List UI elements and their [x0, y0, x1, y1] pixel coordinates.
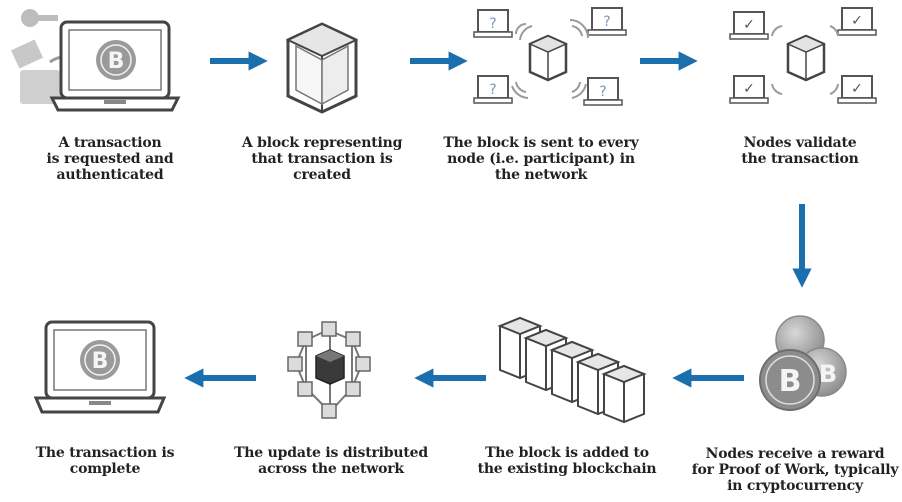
blockchain-icon: [497, 316, 647, 424]
check-mark: ✓: [851, 81, 863, 97]
step-4-label: Nodes validate the transaction: [741, 135, 859, 167]
step-6-label: The block is added to the existing block…: [477, 445, 657, 477]
network-validate-icon: ✓ ✓ ✓ ✓: [729, 7, 877, 104]
check-mark: ✓: [851, 13, 863, 29]
step-1-label: A transaction is requested and authentic…: [46, 135, 174, 183]
laptop-bitcoin-icon: B: [10, 9, 181, 112]
question-mark: ?: [599, 84, 606, 100]
question-mark: ?: [603, 14, 610, 30]
bitcoin-symbol: B: [92, 349, 109, 374]
step-8-label: The transaction is complete: [35, 445, 175, 477]
question-mark: ?: [489, 16, 496, 32]
check-mark: ✓: [743, 81, 755, 97]
question-mark: ?: [489, 82, 496, 98]
laptop-complete-icon: B: [33, 320, 167, 414]
bitcoin-symbol: B: [779, 364, 802, 399]
cube-icon: [285, 22, 359, 114]
step-2-label: A block representing that transaction is…: [241, 135, 403, 183]
bitcoin-symbol: B: [108, 49, 125, 74]
step-5-label: Nodes receive a reward for Proof of Work…: [691, 446, 899, 494]
distributed-network-icon: [287, 321, 371, 419]
step-3-label: The block is sent to every node (i.e. pa…: [443, 135, 639, 183]
coins-reward-icon: B B: [759, 315, 847, 411]
network-broadcast-icon: ? ? ? ?: [473, 7, 627, 106]
step-7-label: The update is distributed across the net…: [234, 445, 428, 477]
bitcoin-symbol: B: [819, 360, 837, 388]
check-mark: ✓: [743, 17, 755, 33]
